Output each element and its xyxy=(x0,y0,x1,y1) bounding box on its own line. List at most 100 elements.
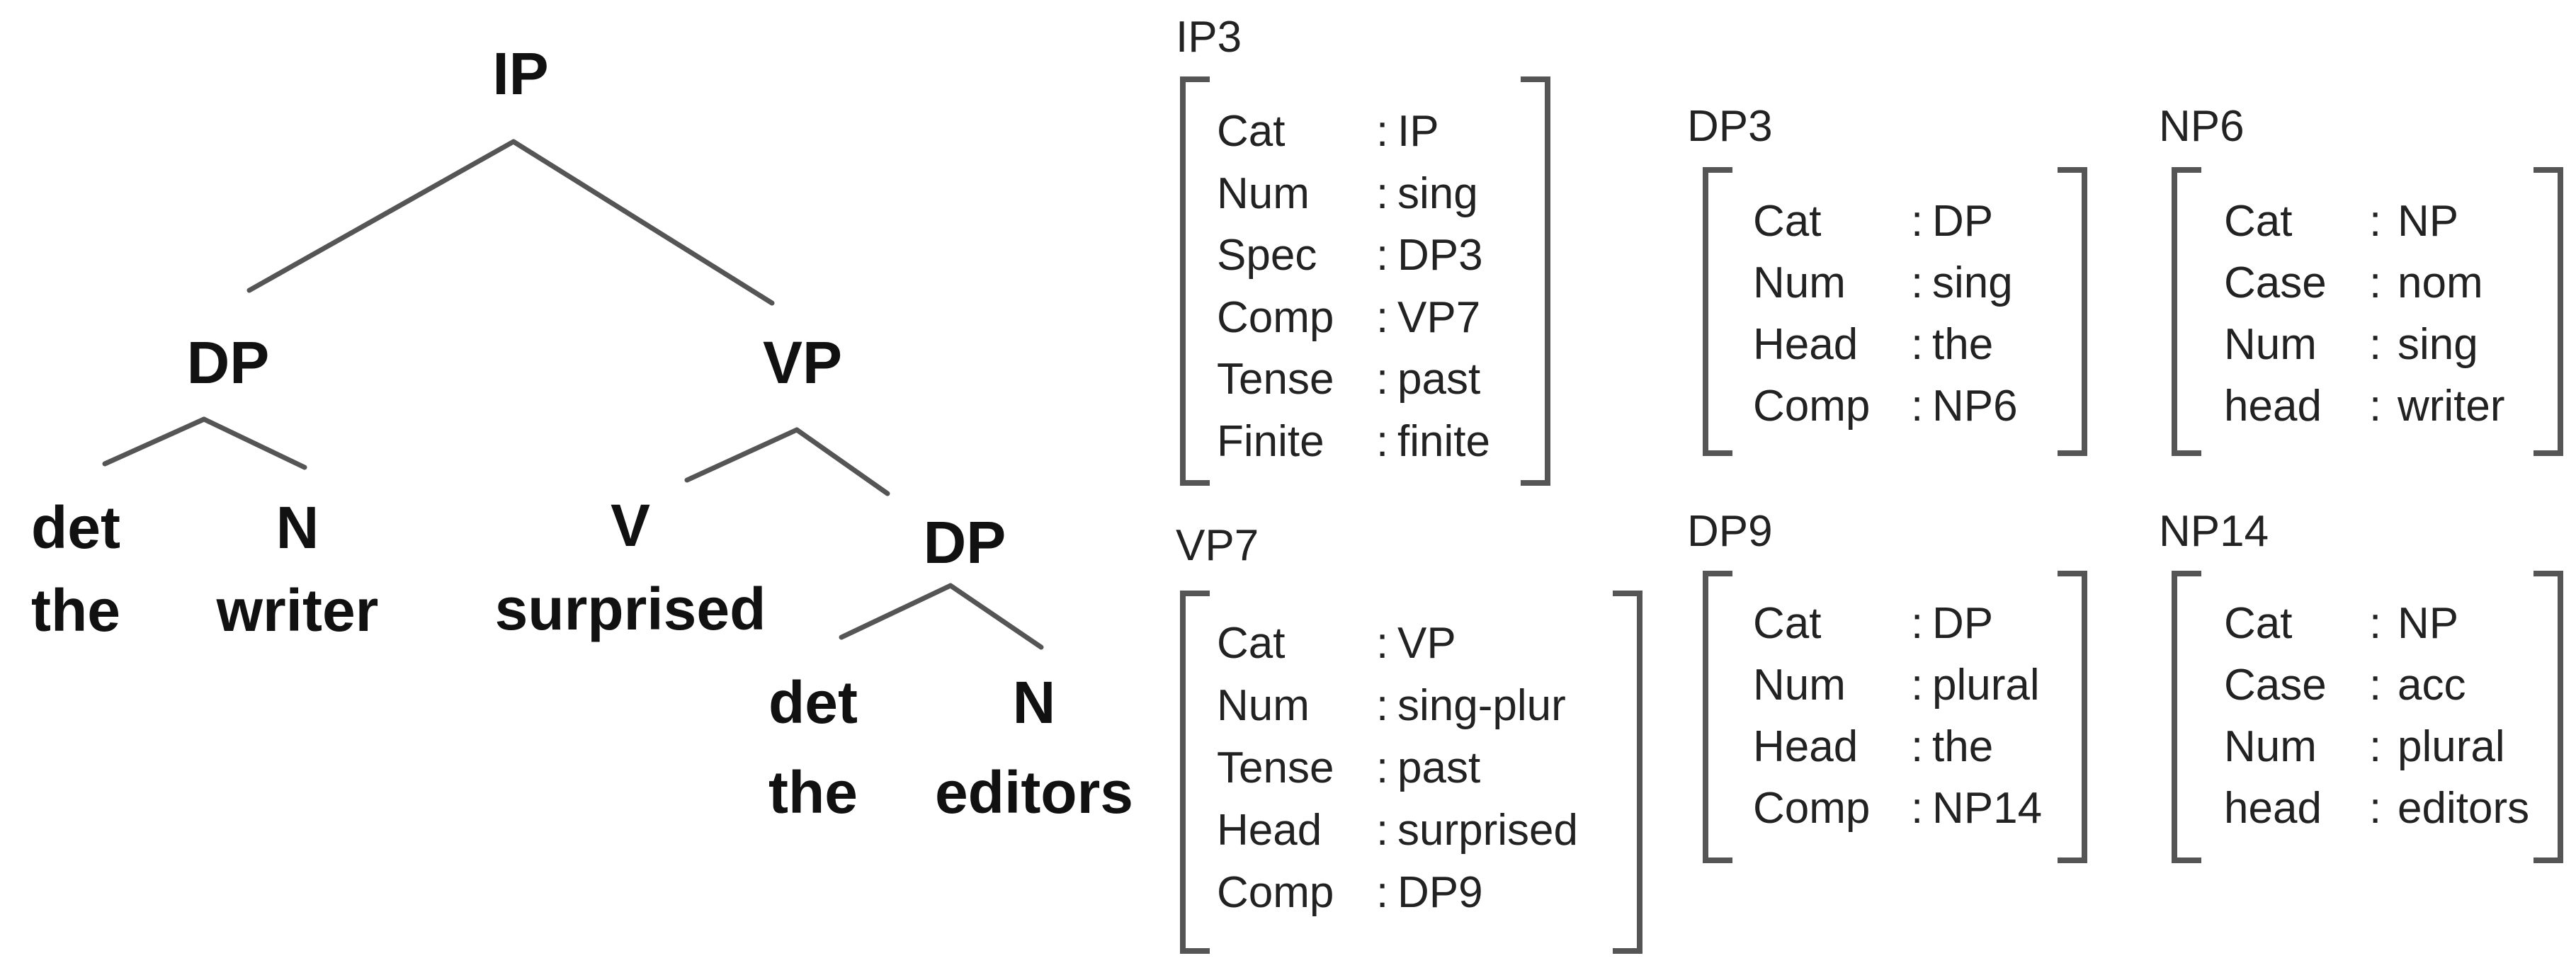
fs-right-bracket-vp7 xyxy=(1613,591,1642,954)
branch-ip-vp xyxy=(511,139,775,306)
fs-value: DP xyxy=(1932,599,1994,648)
fs-colon: : xyxy=(1376,293,1389,342)
fs-row: Head:the xyxy=(1753,725,2104,775)
fs-attribute: Num xyxy=(2224,722,2317,771)
fs-row: Case:acc xyxy=(2224,663,2576,713)
fs-row: Finite:finite xyxy=(1217,420,1553,469)
fs-colon: : xyxy=(1376,231,1389,280)
fs-value: NP6 xyxy=(1932,382,2018,431)
branch-vp-dp xyxy=(794,427,890,496)
fs-row: Cat:VP xyxy=(1217,622,1645,671)
fs-attribute: Comp xyxy=(1753,784,1871,833)
fs-value: sing-plur xyxy=(1397,681,1566,730)
fs-colon: : xyxy=(2369,599,2382,648)
fs-attribute: Case xyxy=(2224,258,2327,307)
fs-value: past xyxy=(1397,355,1481,404)
fs-colon: : xyxy=(1376,681,1389,730)
fs-attribute: head xyxy=(2224,382,2322,431)
fs-attribute: Num xyxy=(1753,661,1846,710)
fs-value: sing xyxy=(2398,320,2478,369)
fs-label-np14: NP14 xyxy=(2159,507,2269,556)
fs-row: Cat:DP xyxy=(1753,602,2104,651)
fs-value: plural xyxy=(1932,661,2040,710)
fs-right-bracket-dp9 xyxy=(2058,571,2087,863)
fs-attribute: Cat xyxy=(1753,197,1822,246)
fs-right-bracket-ip3 xyxy=(1521,76,1550,486)
fs-row: Num:plural xyxy=(1753,663,2104,713)
fs-left-bracket-vp7 xyxy=(1180,591,1210,954)
fs-left-bracket-dp9 xyxy=(1703,571,1732,863)
fs-attribute: Tense xyxy=(1217,355,1334,404)
fs-colon: : xyxy=(1911,197,1924,246)
fs-right-bracket-np6 xyxy=(2534,167,2563,456)
fs-colon: : xyxy=(1911,722,1924,771)
fs-value: finite xyxy=(1397,417,1490,466)
fs-attribute: head xyxy=(2224,784,2322,833)
fs-value: writer xyxy=(2398,382,2505,431)
fs-right-bracket-dp3 xyxy=(2058,167,2087,456)
fs-colon: : xyxy=(1376,107,1389,156)
fs-attribute: Num xyxy=(1217,681,1310,730)
fs-colon: : xyxy=(1911,599,1924,648)
branch-objdp-det xyxy=(839,583,953,640)
branch-ip-dp xyxy=(246,139,516,293)
fs-attribute: Comp xyxy=(1753,382,1871,431)
fs-value: VP7 xyxy=(1397,293,1481,342)
fs-value: NP xyxy=(2398,197,2459,246)
fs-attribute: Comp xyxy=(1217,293,1334,342)
fs-colon: : xyxy=(1376,806,1389,855)
fs-attribute: Cat xyxy=(1753,599,1822,648)
tree-leaf-object-the: the xyxy=(768,759,858,826)
tree-leaf-writer: writer xyxy=(216,577,379,644)
tree-node-subject-n: N xyxy=(276,494,319,561)
fs-attribute: Cat xyxy=(2224,197,2293,246)
fs-colon: : xyxy=(1911,320,1924,369)
fs-row: Cat: NP xyxy=(2224,200,2576,249)
fs-row: Comp:DP9 xyxy=(1217,871,1645,921)
fs-left-bracket-np14 xyxy=(2172,571,2201,863)
fs-colon: : xyxy=(1376,355,1389,404)
fs-colon: : xyxy=(1376,743,1389,792)
fs-value: acc xyxy=(2398,661,2466,710)
fs-colon: : xyxy=(1376,417,1389,466)
fs-value: plural xyxy=(2398,722,2505,771)
tree-node-dp-subject: DP xyxy=(186,329,270,396)
fs-value: DP xyxy=(1932,197,1994,246)
fs-row: Case:nom xyxy=(2224,261,2576,311)
fs-value: surprised xyxy=(1397,806,1578,855)
fs-value: the xyxy=(1932,722,1994,771)
fs-attribute: Num xyxy=(1217,169,1310,218)
tree-leaf-surprised: surprised xyxy=(494,576,766,642)
fs-colon: : xyxy=(2369,722,2382,771)
fs-attribute: Head xyxy=(1217,806,1322,855)
fs-colon: : xyxy=(2369,382,2382,431)
fs-left-bracket-ip3 xyxy=(1180,76,1210,486)
fs-left-bracket-np6 xyxy=(2172,167,2201,456)
tree-node-object-det: det xyxy=(768,669,858,736)
fs-attribute: Num xyxy=(2224,320,2317,369)
fs-label-vp7: VP7 xyxy=(1176,521,1259,570)
fs-row: Num:sing xyxy=(2224,323,2576,372)
fs-attribute: Comp xyxy=(1217,868,1334,917)
fs-attribute: Head xyxy=(1753,722,1859,771)
fs-row: Head:surprised xyxy=(1217,809,1645,858)
fs-row: Num:sing xyxy=(1753,261,2104,311)
fs-value: past xyxy=(1397,743,1481,792)
fs-row: Num:sing-plur xyxy=(1217,684,1645,734)
fs-label-dp9: DP9 xyxy=(1687,507,1773,556)
fs-colon: : xyxy=(2369,197,2382,246)
fs-row: Spec:DP3 xyxy=(1217,234,1553,283)
fs-value: nom xyxy=(2398,258,2483,307)
fs-row: Comp:NP6 xyxy=(1753,384,2104,434)
fs-attribute: Cat xyxy=(2224,599,2293,648)
fs-colon: : xyxy=(2369,784,2382,833)
fs-colon: : xyxy=(1376,169,1389,218)
fs-value: VP xyxy=(1397,619,1456,668)
fs-value: NP xyxy=(2398,599,2459,648)
fs-colon: : xyxy=(1376,868,1389,917)
branch-objdp-n xyxy=(948,583,1044,650)
fs-value: DP3 xyxy=(1397,231,1483,280)
fs-attribute: Cat xyxy=(1217,619,1286,668)
